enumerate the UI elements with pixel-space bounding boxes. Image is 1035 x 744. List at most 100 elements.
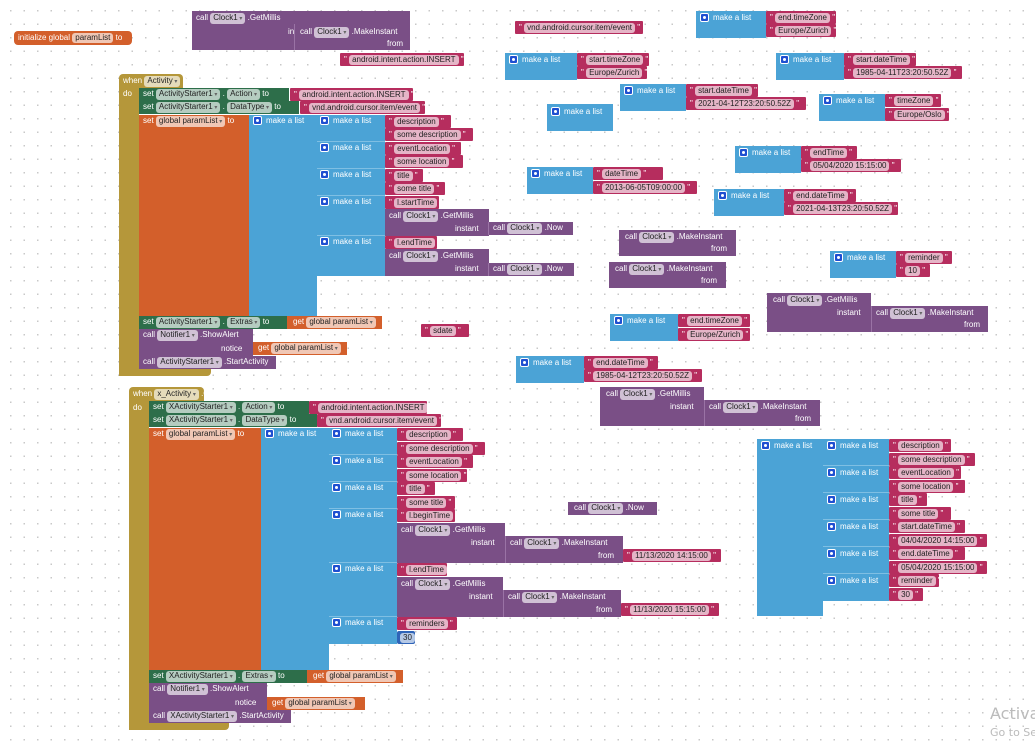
gear-icon[interactable] [614, 316, 623, 326]
clock-dropdown[interactable]: Clock1 [639, 232, 675, 243]
makeinstant-block[interactable]: call Clock1 .MakeInstant from [294, 24, 408, 50]
loose-make-list[interactable]: make a list [696, 11, 766, 38]
gear-icon[interactable] [332, 429, 341, 439]
string-block[interactable]: " l.beginTime " [397, 509, 458, 522]
string-block[interactable]: " description " [397, 428, 463, 441]
string-block[interactable]: " sdate " [421, 324, 469, 337]
string-block[interactable]: " start.dateTime " [889, 520, 965, 533]
gear-icon[interactable] [827, 468, 836, 478]
string-block[interactable]: " Europe/Oslo " [885, 108, 950, 121]
make-list-pair[interactable]: make a list [329, 617, 397, 644]
make-list-pair[interactable]: make a list [329, 509, 397, 563]
string-value[interactable]: some location [394, 157, 450, 167]
string-value[interactable]: start.timeZone [586, 55, 644, 65]
string-block[interactable]: " eventLocation " [889, 466, 961, 479]
make-list-pair[interactable]: make a list [823, 574, 889, 601]
string-value[interactable]: vnd.android.cursor.item/event [309, 103, 421, 113]
gear-icon[interactable] [761, 441, 770, 451]
gear-icon[interactable] [700, 13, 709, 23]
makeinstant-block[interactable]: call Clock1 .MakeInstant from [609, 262, 726, 288]
make-list-pair[interactable]: make a list [317, 115, 385, 142]
property-dropdown[interactable]: Extras [242, 671, 276, 682]
string-block[interactable]: " reminders " [397, 617, 457, 630]
clock-dropdown[interactable]: Clock1 [890, 308, 926, 319]
string-block[interactable]: " 2021-04-13T23:20:50.52Z " [784, 202, 898, 215]
string-value[interactable]: start.dateTime [898, 522, 955, 532]
string-block[interactable]: " 1985-04-11T23:20:50.52Z " [844, 66, 962, 79]
loose-make-list[interactable]: make a list [620, 84, 686, 111]
string-value[interactable]: start.dateTime [853, 55, 910, 65]
string-block[interactable]: " Europe/Zurich " [766, 24, 836, 37]
clock-dropdown[interactable]: Clock1 [588, 503, 624, 514]
outer-make-list[interactable]: make a list [261, 428, 329, 670]
start-activity-block[interactable]: call ActivityStarter1 .StartActivity [139, 356, 276, 369]
clock-dropdown[interactable]: Clock1 [403, 211, 439, 222]
clock-dropdown[interactable]: Clock1 [522, 592, 558, 603]
string-block[interactable]: " title " [385, 169, 423, 182]
string-block[interactable]: " endTime " [801, 146, 857, 159]
string-value[interactable]: 11/13/2020 15:15:00 [630, 605, 709, 615]
outer-make-list[interactable]: make a list [757, 439, 823, 616]
gear-icon[interactable] [823, 96, 832, 106]
clock-dropdown[interactable]: Clock1 [507, 264, 543, 275]
component-dropdown[interactable]: ActivityStarter1 [155, 102, 221, 113]
loose-make-list[interactable]: make a list [516, 356, 584, 383]
component-dropdown[interactable]: XActivityStarter1 [165, 671, 236, 682]
property-dropdown[interactable]: DataType [227, 102, 273, 113]
string-block[interactable]: " start.timeZone " [577, 53, 649, 66]
string-value[interactable]: end.dateTime [593, 358, 648, 368]
variable-dropdown[interactable]: global paramList [155, 116, 226, 127]
gear-icon[interactable] [827, 441, 836, 451]
string-value[interactable]: some title [898, 509, 939, 519]
string-block[interactable]: " some title " [385, 182, 445, 195]
getmillis-block[interactable]: call Clock1 .GetMillis instant [600, 387, 704, 426]
gear-icon[interactable] [332, 618, 341, 628]
gear-icon[interactable] [827, 522, 836, 532]
property-dropdown[interactable]: Extras [227, 317, 261, 328]
string-block[interactable]: " some location " [889, 480, 965, 493]
string-block[interactable]: " android.intent.action.INSERT " [340, 53, 464, 66]
string-block[interactable]: " end.dateTime " [584, 356, 658, 369]
string-value[interactable]: description [406, 430, 451, 440]
string-value[interactable]: 30 [898, 590, 913, 600]
loose-make-list[interactable]: make a list [819, 94, 885, 121]
clock-dropdown[interactable]: Clock1 [629, 264, 665, 275]
string-value[interactable]: eventLocation [394, 144, 450, 154]
string-value[interactable]: 11/13/2020 14:15:00 [632, 551, 711, 561]
start-activity-block[interactable]: call XActivityStarter1 .StartActivity [149, 710, 291, 723]
string-block[interactable]: " timeZone " [885, 94, 941, 107]
string-block[interactable]: " some description " [397, 442, 485, 455]
loose-make-list[interactable]: make a list [505, 53, 577, 80]
gear-icon[interactable] [509, 55, 518, 65]
gear-icon[interactable] [624, 86, 633, 96]
show-alert-block[interactable]: call Notifier1 .ShowAlert notice [149, 683, 267, 710]
make-list-pair[interactable]: make a list [329, 482, 397, 509]
property-dropdown[interactable]: DataType [242, 415, 288, 426]
string-block[interactable]: " android.intent.action.INSERT " [290, 88, 414, 101]
outer-make-list[interactable]: make a list [249, 115, 317, 316]
clock-dropdown[interactable]: Clock1 [524, 538, 560, 549]
string-value[interactable]: Europe/Zurich [586, 68, 643, 78]
component-dropdown[interactable]: Notifier1 [167, 684, 208, 695]
string-value[interactable]: 04/04/2020 14:15:00 [898, 536, 978, 546]
string-block[interactable]: " l.startTime " [385, 196, 442, 209]
make-list-pair[interactable]: make a list [329, 563, 397, 617]
string-block[interactable]: " 05/04/2020 15:15:00 " [801, 159, 901, 172]
string-block[interactable]: " vnd.android.cursor.item/event " [515, 21, 643, 34]
string-block[interactable]: " reminder " [889, 574, 941, 587]
gear-icon[interactable] [834, 253, 843, 263]
string-block[interactable]: " vnd.android.cursor.item/event " [317, 414, 442, 427]
string-value[interactable]: sdate [430, 326, 456, 336]
string-block[interactable]: " 11/13/2020 15:15:00 " [621, 603, 719, 616]
clock-dropdown[interactable]: Clock1 [507, 223, 543, 234]
string-block[interactable]: " some location " [385, 155, 463, 168]
string-block[interactable]: " end.timeZone " [678, 314, 750, 327]
component-dropdown[interactable]: Activity [144, 76, 181, 87]
component-dropdown[interactable]: ActivityStarter1 [157, 357, 222, 368]
component-dropdown[interactable]: XActivityStarter1 [165, 402, 236, 413]
gear-icon[interactable] [780, 55, 789, 65]
gear-icon[interactable] [551, 107, 560, 117]
string-block[interactable]: " some description " [385, 128, 473, 141]
component-dropdown[interactable]: XActivityStarter1 [167, 711, 238, 722]
string-value[interactable]: description [898, 441, 943, 451]
